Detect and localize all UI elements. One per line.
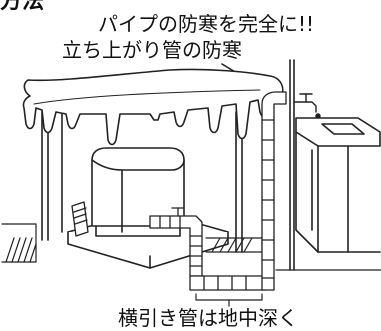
ground-hatch-left: [1, 223, 37, 263]
main-callout: パイプの防寒を完全に!!: [98, 12, 315, 36]
faucet-icon: [293, 93, 321, 119]
sink-icon: [295, 117, 381, 253]
house-wall: [289, 59, 295, 271]
well-pump-icon: [91, 147, 185, 237]
outlet-pipe: [149, 207, 203, 277]
page-title-fragment: 方法: [0, 0, 45, 14]
icicle-icon: [22, 68, 284, 146]
underground-pipe: [189, 275, 267, 307]
horizontal-pipe-callout: 横引き管は地中深く: [118, 306, 298, 330]
riser-callout: 立ち上がり管の防寒: [62, 38, 242, 62]
inlet-pipe: [71, 201, 89, 237]
riser-pipe: [261, 91, 287, 291]
